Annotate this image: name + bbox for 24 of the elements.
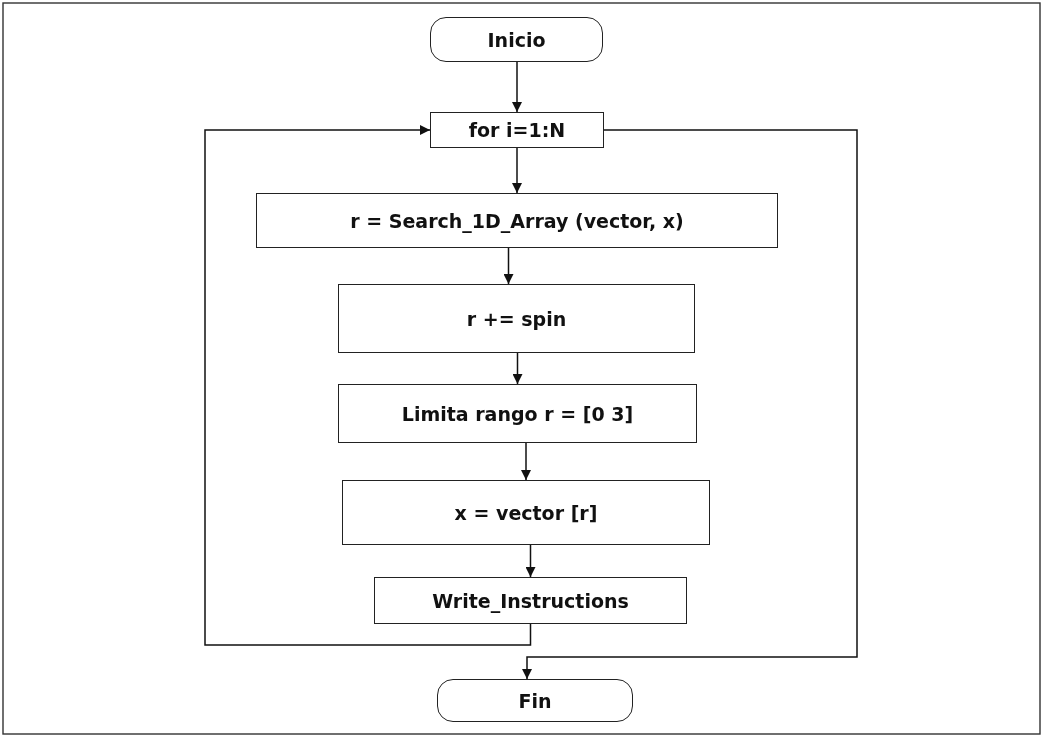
process-box — [342, 480, 710, 545]
arrow — [521, 442, 531, 481]
process-box — [338, 384, 697, 443]
node-text: Inicio — [487, 28, 546, 51]
node-text: r = Search_1D_Array (vector, x) — [350, 209, 684, 232]
node-text: for i=1:N — [468, 119, 566, 141]
node-text: x = vector [r] — [454, 501, 598, 524]
arrow — [503, 247, 514, 285]
process-box — [338, 284, 695, 353]
arrow — [522, 129, 858, 680]
process-box — [374, 577, 687, 624]
arrow — [512, 61, 522, 113]
arrow — [525, 544, 536, 578]
node-text: r += spin — [466, 307, 567, 330]
node-text: Fin — [518, 689, 552, 712]
process-box — [430, 112, 604, 148]
arrow — [512, 352, 523, 385]
arrow — [512, 147, 522, 194]
process-box — [256, 193, 778, 248]
terminal-box — [437, 679, 633, 722]
arrow — [204, 125, 532, 646]
terminal-box — [430, 17, 603, 62]
node-text: Write_Instructions — [432, 589, 629, 612]
node-text: Limita rango r = [0 3] — [401, 402, 634, 425]
